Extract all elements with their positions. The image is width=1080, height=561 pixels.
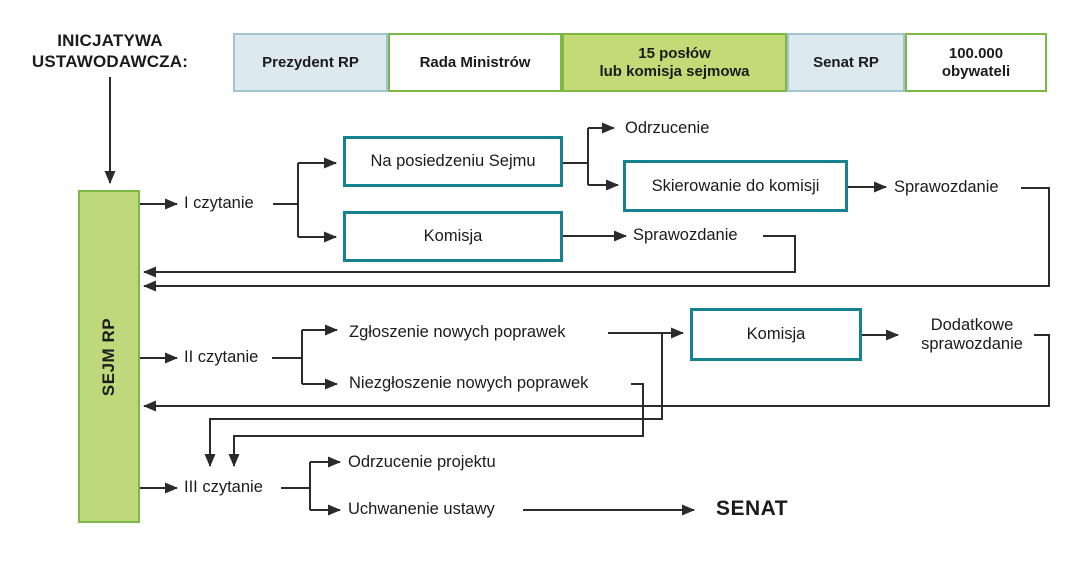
label-i-czytanie: I czytanie: [184, 194, 254, 212]
bar-item-100000-obywateli: 100.000 obywateli: [905, 33, 1047, 92]
bar-label-line-1: 100.000: [948, 44, 1004, 62]
label-dodatkowe-sprawozdanie: Dodatkowe sprawozdanie: [902, 316, 1042, 354]
box-skierowanie-do-komisji: Skierowanie do komisji: [623, 160, 848, 212]
label-odrzucenie-projektu: Odrzucenie projektu: [348, 453, 496, 471]
connector-second-reading-branch: [272, 330, 303, 384]
bar-label: Senat RP: [813, 53, 879, 71]
label-senat: SENAT: [716, 497, 789, 520]
box-label: Komisja: [746, 325, 806, 343]
label-zgloszenie-nowych-poprawek: Zgłoszenie nowych poprawek: [349, 323, 566, 341]
arrow-report1-return-to-sejm: [143, 187, 1050, 292]
box-komisja-2: Komisja: [690, 308, 862, 361]
bar-item-rada-ministrow: Rada Ministrów: [388, 33, 562, 92]
label-odrzucenie: Odrzucenie: [625, 119, 710, 137]
sejm-rp-box: SEJM RP: [78, 190, 140, 523]
arrow-committee2-path-to-third-reading: [204, 333, 663, 467]
sejm-rp-label: SEJM RP: [99, 317, 119, 396]
label-line-1: Dodatkowe: [930, 316, 1014, 334]
label-iii-czytanie: III czytanie: [184, 478, 263, 496]
box-label: Skierowanie do komisji: [651, 176, 820, 195]
label-sprawozdanie-1: Sprawozdanie: [894, 178, 999, 196]
label-line-2: sprawozdanie: [921, 335, 1023, 353]
page-title: INICJATYWA USTAWODAWCZA:: [5, 30, 215, 72]
bar-label: Rada Ministrów: [419, 53, 531, 71]
label-sprawozdanie-2: Sprawozdanie: [633, 226, 738, 244]
box-label: Na posiedzeniu Sejmu: [370, 152, 536, 170]
label-ii-czytanie: II czytanie: [184, 348, 259, 366]
bar-label-line-2: lub komisja sejmowa: [599, 62, 750, 80]
bar-item-prezydent-rp: Prezydent RP: [233, 33, 388, 92]
bar-item-15-poslow: 15 posłów lub komisja sejmowa: [562, 33, 787, 92]
box-label: Komisja: [423, 227, 483, 245]
bar-label: 100.000 obywateli: [942, 45, 1010, 81]
bar-item-senat-rp: Senat RP: [787, 33, 905, 92]
label-niezgloszenie-nowych-poprawek: Niezgłoszenie nowych poprawek: [349, 374, 589, 392]
bar-label-line-1: 15 posłów: [638, 44, 711, 62]
bar-label: 15 posłów lub komisja sejmowa: [599, 45, 749, 81]
bar-label-line-2: obywateli: [941, 62, 1011, 80]
label-uchwanenie-ustawy: Uchwanenie ustawy: [348, 500, 495, 518]
box-na-posiedzeniu-sejmu: Na posiedzeniu Sejmu: [343, 136, 563, 187]
bar-label: Prezydent RP: [262, 53, 359, 71]
title-line-2: USTAWODAWCZA:: [31, 52, 189, 71]
connector-plenary-branch: [563, 128, 589, 185]
box-komisja-1: Komisja: [343, 211, 563, 262]
connector-first-reading-branch: [273, 163, 299, 237]
title-line-1: INICJATYWA: [57, 31, 163, 50]
connector-third-reading-branch: [281, 462, 311, 510]
